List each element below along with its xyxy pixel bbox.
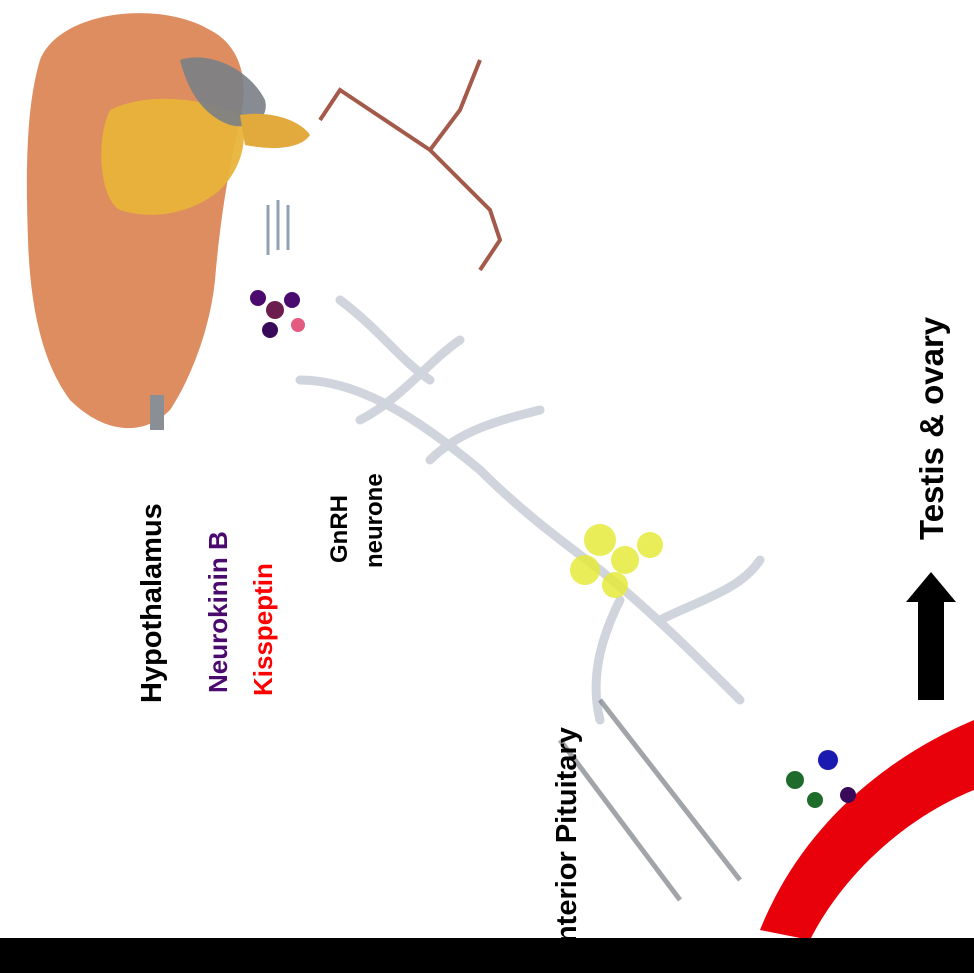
arrow-icon	[906, 572, 956, 700]
hormone-dots	[786, 750, 856, 808]
gnrh-neurone-label: neurone	[363, 473, 387, 568]
neurokinin-b-label: Neurokinin B	[205, 531, 231, 693]
anterior-pituitary-label: Anterior Pituitary	[553, 727, 582, 964]
gnrh-label: GnRH	[328, 495, 352, 563]
pituitary-stalk	[560, 700, 740, 900]
ligand-cluster	[250, 290, 305, 338]
testis-ovary-label: Testis & ovary	[915, 317, 948, 540]
hypothalamus-label: Hypothalamus	[138, 503, 167, 703]
pituitary-cells	[570, 524, 663, 598]
receptor-marks	[268, 200, 288, 255]
kisspeptin-label: Kisspeptin	[250, 563, 276, 696]
portal-vessel	[320, 60, 500, 270]
bottom-black-bar	[0, 938, 974, 973]
blood-vessel	[760, 720, 974, 940]
